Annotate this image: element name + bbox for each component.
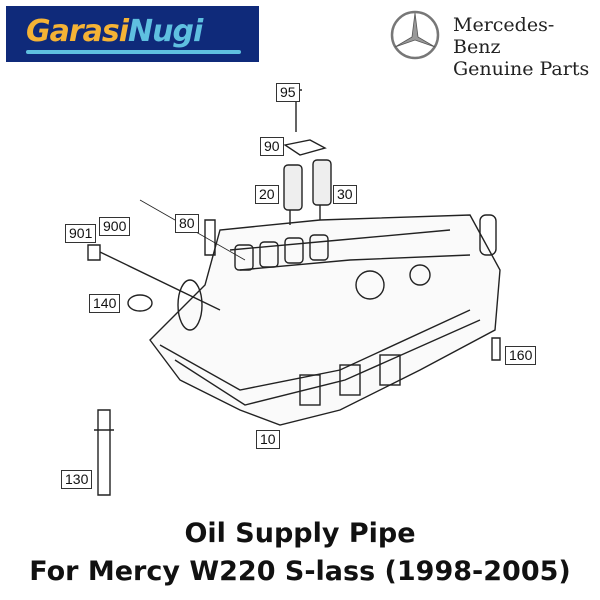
callout-130: 130 <box>61 470 93 489</box>
oem-line1: Mercedes-Benz <box>453 14 555 58</box>
callout-20: 20 <box>255 185 279 204</box>
callout-160: 160 <box>505 346 537 365</box>
callout-10: 10 <box>256 430 280 449</box>
callout-80: 80 <box>175 214 199 233</box>
bolt-160 <box>491 337 501 361</box>
sensor-900 <box>87 244 221 311</box>
solenoids <box>283 159 332 225</box>
pipe-130 <box>94 409 114 496</box>
callout-140: 140 <box>89 294 121 313</box>
product-subtitle: For Mercy W220 S-lass (1998-2005) <box>29 556 571 587</box>
oem-line2: Genuine Parts <box>453 58 590 80</box>
logo-underline <box>26 50 241 54</box>
callout-30: 30 <box>333 185 357 204</box>
mercedes-star-icon <box>390 10 440 60</box>
clip-90 <box>283 139 327 156</box>
bolt-80 <box>204 219 216 256</box>
logo-part2: Nugi <box>128 14 203 49</box>
parts-diagram <box>87 89 501 496</box>
ring-140 <box>127 294 153 312</box>
oem-text: Mercedes-Benz Genuine Parts <box>453 14 600 80</box>
product-title: Oil Supply Pipe <box>184 518 416 549</box>
garasinugi-logo: GarasiNugi <box>6 6 259 62</box>
callout-901: 901 <box>65 224 97 243</box>
valve-details <box>177 214 497 406</box>
callout-95: 95 <box>276 83 300 102</box>
callout-900: 900 <box>99 217 131 236</box>
callout-90: 90 <box>260 137 284 156</box>
logo-part1: Garasi <box>26 14 129 49</box>
